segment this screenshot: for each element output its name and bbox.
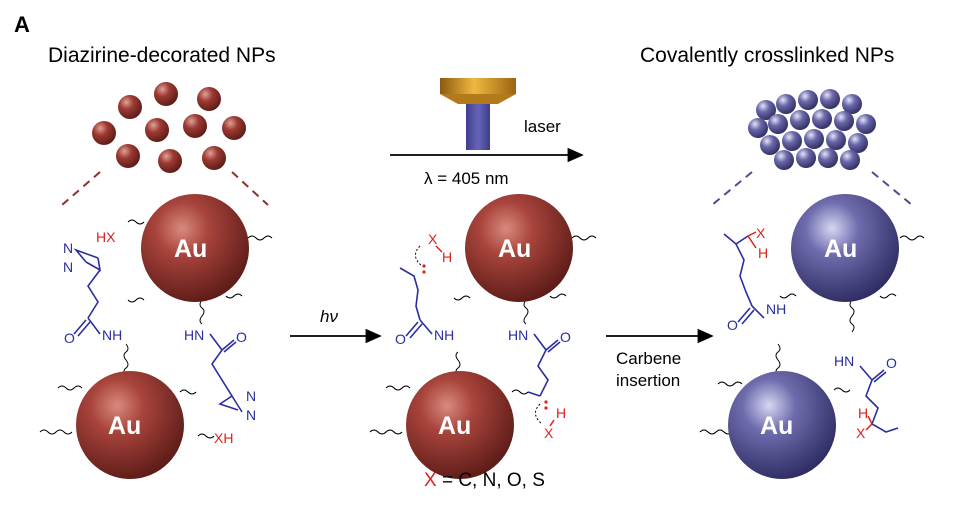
nanoparticle [154, 82, 178, 106]
laser-icon [440, 78, 516, 150]
nanoparticle [798, 90, 818, 110]
gold-nanoparticle [728, 371, 836, 479]
nanoparticle [760, 135, 780, 155]
xh-label: XH [214, 430, 233, 446]
gold-nanoparticle [406, 371, 514, 479]
hn-label: HN [834, 353, 854, 369]
nh-label: NH [766, 301, 786, 317]
nanoparticle [145, 118, 169, 142]
crosslinked-cluster [748, 89, 876, 170]
nanoparticle [748, 118, 768, 138]
laser-label: laser [524, 117, 561, 136]
nanoparticle [183, 114, 207, 138]
nanoparticle [820, 89, 840, 109]
dispersed-nanoparticles [92, 82, 246, 173]
nanoparticle [197, 87, 221, 111]
nanoparticle [848, 133, 868, 153]
au-label: Au [174, 235, 207, 263]
au-label: Au [824, 235, 857, 263]
right-assembly: Au Au X H O NH HN O H X [699, 194, 925, 479]
o-label: O [395, 331, 406, 347]
x-values: = C, N, O, S [437, 470, 545, 491]
nanoparticle [116, 144, 140, 168]
nh-label: NH [434, 327, 454, 343]
au-label: Au [108, 412, 141, 440]
nh-label: NH [102, 327, 122, 343]
nanoparticle [158, 149, 182, 173]
x-definition: X = C, N, O, S [424, 470, 545, 491]
nanoparticle [826, 130, 846, 150]
panel-letter: A [14, 12, 30, 37]
o-label: O [236, 329, 247, 345]
carbene-label-line2: insertion [616, 371, 680, 390]
nanoparticle [840, 150, 860, 170]
n-label: N [63, 259, 73, 275]
gold-nanoparticle [141, 194, 249, 302]
au-label: Au [760, 412, 793, 440]
zoom-line-left [61, 171, 101, 206]
gold-nanoparticle [465, 194, 573, 302]
h-label: H [758, 245, 768, 261]
h-label: H [858, 405, 868, 421]
nanoparticle [804, 129, 824, 149]
au-label: Au [438, 412, 471, 440]
hx-label: HX [96, 229, 116, 245]
wavelength-label: λ = 405 nm [424, 169, 509, 188]
hn-label: HN [508, 327, 528, 343]
nanoparticle [782, 131, 802, 151]
h-label: H [442, 249, 452, 265]
n-label: N [246, 388, 256, 404]
right-title: Covalently crosslinked NPs [640, 44, 894, 67]
left-assembly: Au Au HX XH N N O NH HN O N N [39, 194, 273, 479]
gold-nanoparticle [76, 371, 184, 479]
left-title: Diazirine-decorated NPs [48, 44, 276, 67]
o-label: O [64, 330, 75, 346]
nanoparticle [92, 121, 116, 145]
o-label: O [886, 355, 897, 371]
nanoparticle [222, 116, 246, 140]
n-label: N [63, 240, 73, 256]
nanoparticle [818, 148, 838, 168]
x-label: X [856, 425, 866, 441]
au-label: Au [498, 235, 531, 263]
zoom-line-right [871, 171, 913, 206]
nanoparticle [842, 94, 862, 114]
nanoparticle [856, 114, 876, 134]
hv-label: hν [320, 307, 338, 326]
nanoparticle [796, 148, 816, 168]
hn-label: HN [184, 327, 204, 343]
o-label: O [727, 317, 738, 333]
gold-nanoparticle [791, 194, 899, 302]
nanoparticle [118, 95, 142, 119]
nanoparticle [756, 100, 776, 120]
nanoparticle [790, 110, 810, 130]
x-symbol: X [424, 470, 437, 491]
zoom-line-left [711, 171, 753, 206]
nanoparticle [202, 146, 226, 170]
nanoparticle [776, 94, 796, 114]
h-label: H [556, 405, 566, 421]
x-label: X [428, 231, 438, 247]
svg-text:X = C, N, O, S: X = C, N, O, S [424, 470, 545, 491]
x-label: X [544, 425, 554, 441]
o-label: O [560, 329, 571, 345]
n-label: N [246, 407, 256, 423]
middle-assembly: Au Au X H O NH HN O H X [369, 194, 597, 479]
nanoparticle [774, 150, 794, 170]
carbene-label-line1: Carbene [616, 349, 681, 368]
x-label: X [756, 225, 766, 241]
nanoparticle [834, 111, 854, 131]
zoom-line-right [231, 171, 269, 206]
nanoparticle [812, 109, 832, 129]
nanoparticle [768, 114, 788, 134]
